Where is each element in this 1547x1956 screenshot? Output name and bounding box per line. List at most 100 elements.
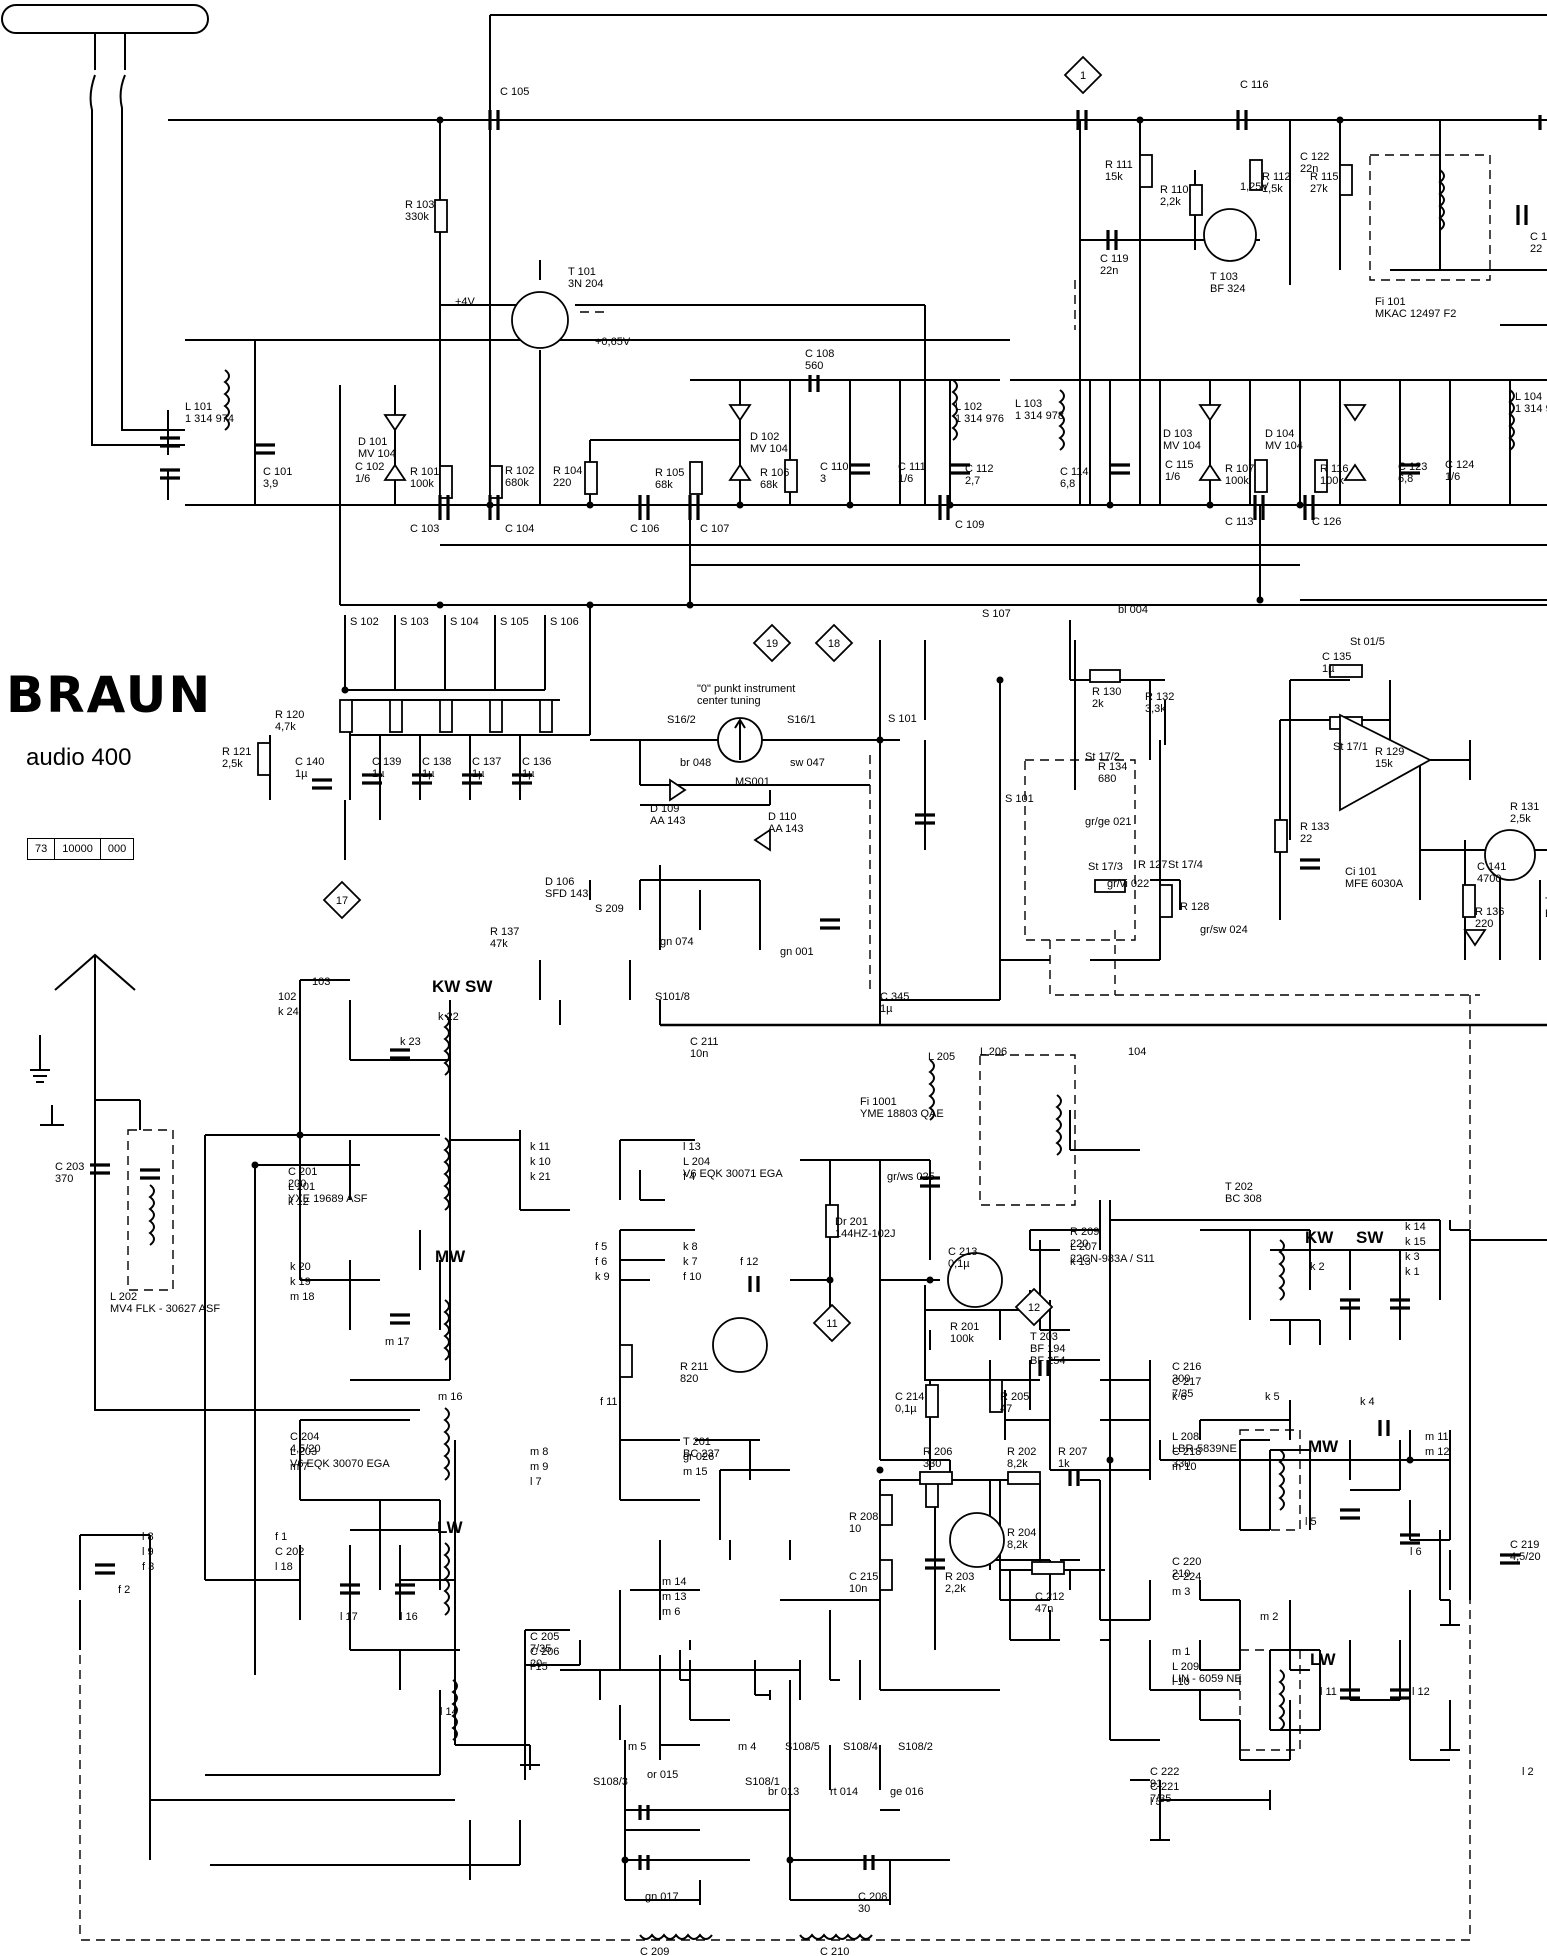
component-label: f 5 bbox=[595, 1241, 607, 1253]
component-label: m 8 bbox=[530, 1446, 548, 1458]
component-label: f 3 bbox=[142, 1561, 154, 1573]
component-label: S 105 bbox=[500, 616, 529, 628]
brand-block: BRAUN audio 400 bbox=[6, 670, 210, 772]
component-label: S16/1 bbox=[787, 714, 816, 726]
component-label: l 12 bbox=[1412, 1686, 1430, 1698]
heading-mw: MW bbox=[435, 1247, 466, 1266]
component-label: k 2 bbox=[1310, 1261, 1325, 1273]
component-label: 104 bbox=[1128, 1046, 1146, 1058]
component-label: m 11 bbox=[1425, 1431, 1449, 1443]
component-label: k 14 bbox=[1405, 1221, 1426, 1233]
component-label: m 1 bbox=[1172, 1646, 1190, 1658]
doc-number-part: 10000 bbox=[55, 839, 101, 859]
node-marker: 17 bbox=[322, 880, 362, 920]
heading-kw: KW bbox=[1305, 1228, 1334, 1247]
component-label: m 7 bbox=[290, 1461, 308, 1473]
component-label: k 21 bbox=[530, 1171, 551, 1183]
component-label: bl 004 bbox=[1118, 604, 1148, 616]
component-label: S16/2 bbox=[667, 714, 696, 726]
component-label: l 8 bbox=[142, 1531, 154, 1543]
component-label: gr/vi 022 bbox=[1107, 878, 1149, 890]
component-label: St 17/2 bbox=[1085, 751, 1120, 763]
component-label: m 12 bbox=[1425, 1446, 1449, 1458]
component-label: C 224 bbox=[1172, 1571, 1201, 1583]
component-label: m 10 bbox=[1172, 1461, 1196, 1473]
component-label: l 2 bbox=[1522, 1766, 1534, 1778]
component-label: k 20 bbox=[290, 1261, 311, 1273]
component-label: gr/sw 024 bbox=[1200, 924, 1248, 936]
component-label: l 14 bbox=[440, 1706, 458, 1718]
node-number: 18 bbox=[828, 638, 840, 650]
component-label: C 109 bbox=[955, 519, 984, 531]
heading-sw: SW bbox=[1356, 1228, 1384, 1247]
component-label: f 6 bbox=[595, 1256, 607, 1268]
component-label: m 15 bbox=[683, 1466, 707, 1478]
component-label: C 126 bbox=[1312, 516, 1341, 528]
component-label: l 6 bbox=[1410, 1546, 1422, 1558]
component-label: R 128 bbox=[1180, 901, 1209, 913]
component-label: l 17 bbox=[340, 1611, 358, 1623]
component-label: br 013 bbox=[768, 1786, 799, 1798]
component-label: m 4 bbox=[738, 1741, 756, 1753]
component-label: gr/ws 025 bbox=[887, 1171, 935, 1183]
node-marker: 11 bbox=[812, 1303, 852, 1343]
component-label: C 103 bbox=[410, 523, 439, 535]
band-headings: KW SW MW LW KW SW MW LW bbox=[432, 977, 1384, 1669]
node-number: 17 bbox=[336, 895, 348, 907]
component-label: f 4 bbox=[683, 1171, 695, 1183]
component-label: C 104 bbox=[505, 523, 534, 535]
component-label: S 101 bbox=[1005, 793, 1034, 805]
component-label: gr 026 bbox=[683, 1451, 714, 1463]
component-label: br 048 bbox=[680, 757, 711, 769]
component-label: k 22 bbox=[438, 1011, 459, 1023]
component-label: C 20910/40 bbox=[640, 1946, 669, 1956]
component-label: k 12 bbox=[288, 1196, 309, 1208]
component-label: k 11 bbox=[530, 1141, 550, 1153]
component-label: gr/ge 021 bbox=[1085, 816, 1131, 828]
component-label: S 107 bbox=[982, 608, 1011, 620]
component-label: k 19 bbox=[290, 1276, 311, 1288]
component-label: l 15 bbox=[530, 1661, 548, 1673]
component-label: l 11 bbox=[1320, 1686, 1337, 1698]
